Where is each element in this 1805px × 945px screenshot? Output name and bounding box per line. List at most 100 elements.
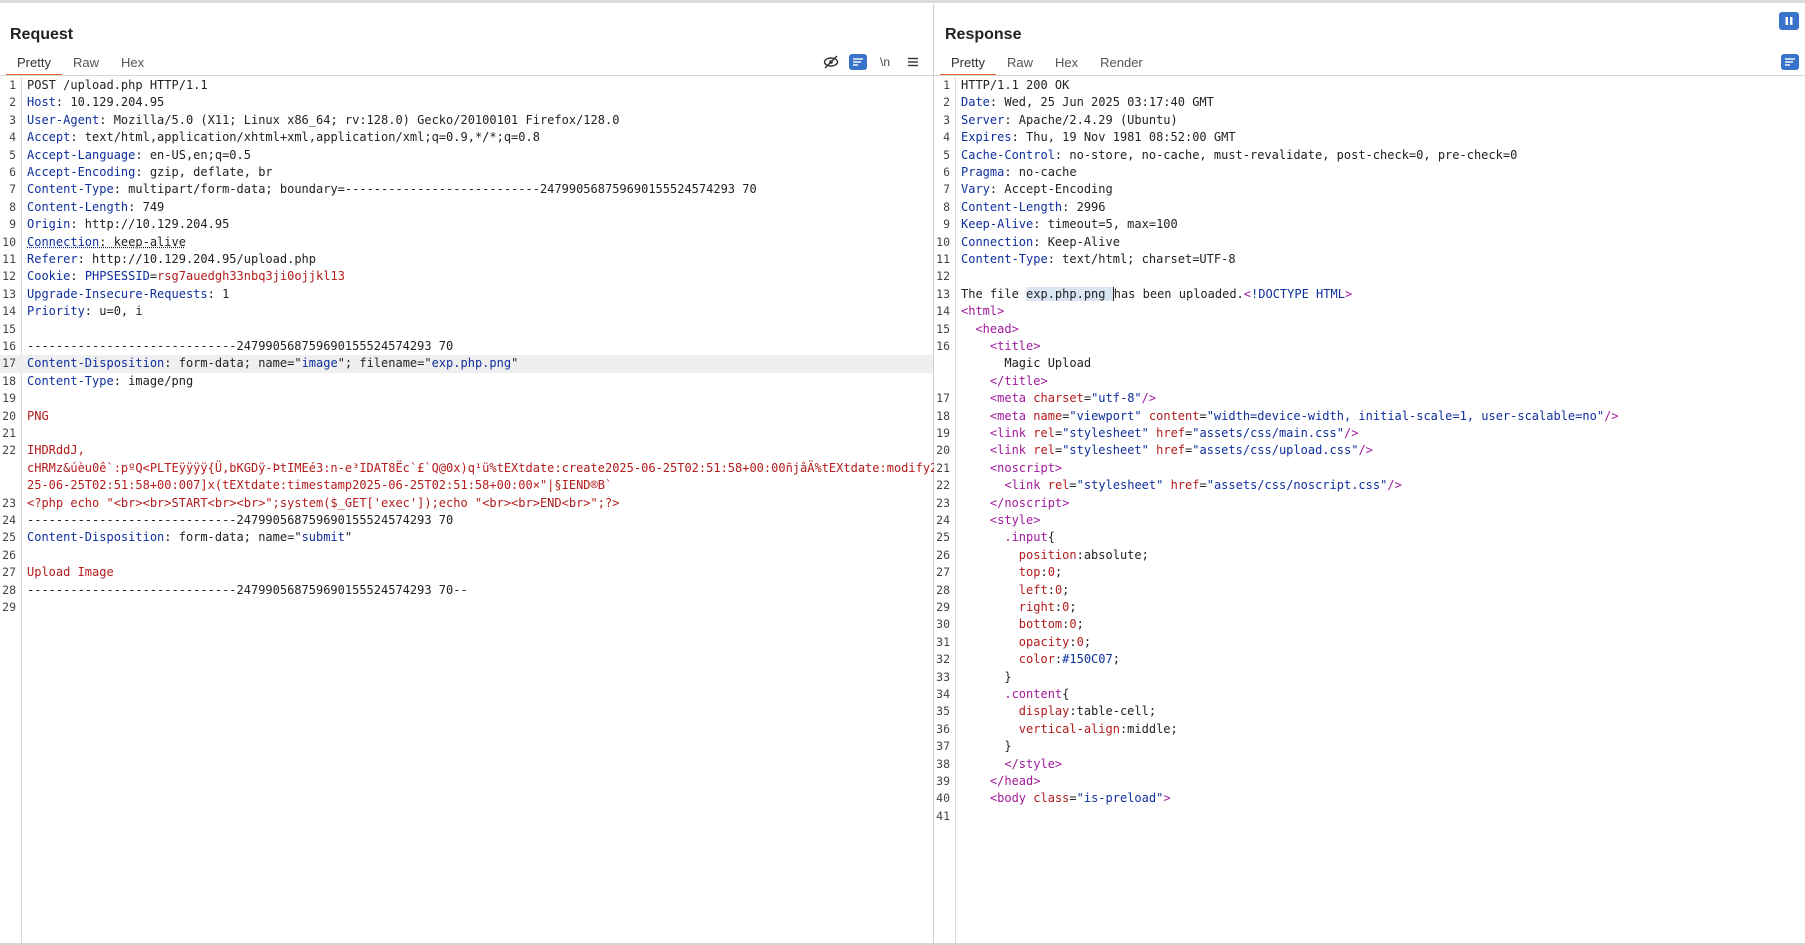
code-token: <meta: [989, 391, 1034, 406]
code-line[interactable]: 19: [0, 390, 933, 407]
code-line[interactable]: 21 <noscript>: [934, 460, 1805, 477]
tab-response-raw[interactable]: Raw: [1006, 55, 1033, 70]
menu-icon[interactable]: [903, 53, 923, 71]
eye-slash-icon[interactable]: [821, 53, 841, 71]
code-line[interactable]: 39 </head>: [934, 773, 1805, 790]
code-line[interactable]: 24-----------------------------247990568…: [0, 512, 933, 529]
code-line[interactable]: 20 <link rel="stylesheet" href="assets/c…: [934, 442, 1805, 459]
code-line[interactable]: 32 color:#150C07;: [934, 651, 1805, 668]
line-number: 15: [2, 321, 16, 336]
code-line[interactable]: 37 }: [934, 738, 1805, 755]
code-line[interactable]: 27 top:0;: [934, 564, 1805, 581]
code-line[interactable]: 12: [934, 268, 1805, 285]
code-line[interactable]: Magic Upload: [934, 355, 1805, 372]
code-line[interactable]: 19 <link rel="stylesheet" href="assets/c…: [934, 425, 1805, 442]
tab-response-render[interactable]: Render: [1100, 55, 1143, 70]
code-line[interactable]: 14<html>: [934, 303, 1805, 320]
tab-request-pretty[interactable]: Pretty: [6, 51, 62, 76]
wrap-icon[interactable]: [849, 54, 867, 70]
code-line[interactable]: 17 <meta charset="utf-8"/>: [934, 390, 1805, 407]
code-line[interactable]: 24 <style>: [934, 512, 1805, 529]
code-line[interactable]: 15 <head>: [934, 321, 1805, 338]
tab-request-hex[interactable]: Hex: [120, 55, 145, 70]
code-line[interactable]: 15: [0, 321, 933, 338]
tab-request-raw[interactable]: Raw: [72, 55, 99, 70]
tab-response-hex[interactable]: Hex: [1054, 55, 1079, 70]
code-line[interactable]: 28 left:0;: [934, 582, 1805, 599]
code-line[interactable]: 29 right:0;: [934, 599, 1805, 616]
code-token: "assets/css/main.css": [1192, 426, 1344, 440]
code-line[interactable]: 29: [0, 599, 933, 616]
pause-icon[interactable]: [1779, 12, 1799, 30]
code-line[interactable]: 38 </style>: [934, 756, 1805, 773]
code-line[interactable]: 30 bottom:0;: [934, 616, 1805, 633]
code-line[interactable]: 40 <body class="is-preload">: [934, 790, 1805, 807]
code-line[interactable]: 16-----------------------------247990568…: [0, 338, 933, 355]
response-wrap-icon[interactable]: [1781, 54, 1799, 70]
code-line[interactable]: 31 opacity:0;: [934, 634, 1805, 651]
code-token: <body: [989, 791, 1034, 806]
code-token: : multipart/form-data; boundary=--------…: [113, 182, 757, 197]
newline-icon[interactable]: \n: [879, 55, 890, 69]
code-line[interactable]: 18 <meta name="viewport" content="width=…: [934, 408, 1805, 425]
code-line[interactable]: 23 </noscript>: [934, 495, 1805, 512]
code-line[interactable]: 22 <link rel="stylesheet" href="assets/c…: [934, 477, 1805, 494]
code-line[interactable]: 23<?php echo "<br><br>START<br><br>";sys…: [0, 495, 933, 512]
code-token: [961, 704, 1019, 718]
code-line[interactable]: 25 .input{: [934, 529, 1805, 546]
code-line[interactable]: 41: [934, 808, 1805, 825]
code-line[interactable]: 35 display:table-cell;: [934, 703, 1805, 720]
code-text: right:0;: [961, 599, 1795, 616]
code-line[interactable]: 33 }: [934, 669, 1805, 686]
code-line[interactable]: cHRMz&úèu0ê`:pºQ<PLTEÿÿÿÿ{Ü,bKGDÿ-ÞtIMEé…: [0, 460, 945, 477]
code-line[interactable]: 16 <title>: [934, 338, 1805, 355]
code-line[interactable]: 26 position:absolute;: [934, 547, 1805, 564]
code-token: IHDRddJ,: [27, 443, 85, 458]
code-line[interactable]: 26: [0, 547, 933, 564]
code-line[interactable]: 34 .content{: [934, 686, 1805, 703]
code-line[interactable]: 21: [0, 425, 933, 442]
code-line[interactable]: 25-06-25T02:51:58+00:007]x(tEXtdate:time…: [0, 477, 933, 494]
line-number: 38: [936, 756, 950, 771]
tab-response-pretty[interactable]: Pretty: [940, 51, 996, 76]
code-line[interactable]: </title>: [934, 373, 1805, 390]
code-token: "assets/css/upload.css": [1192, 443, 1359, 458]
code-line[interactable]: 36 vertical-align:middle;: [934, 721, 1805, 738]
code-token: />: [1604, 408, 1619, 423]
code-line[interactable]: 28-----------------------------247990568…: [0, 582, 933, 599]
